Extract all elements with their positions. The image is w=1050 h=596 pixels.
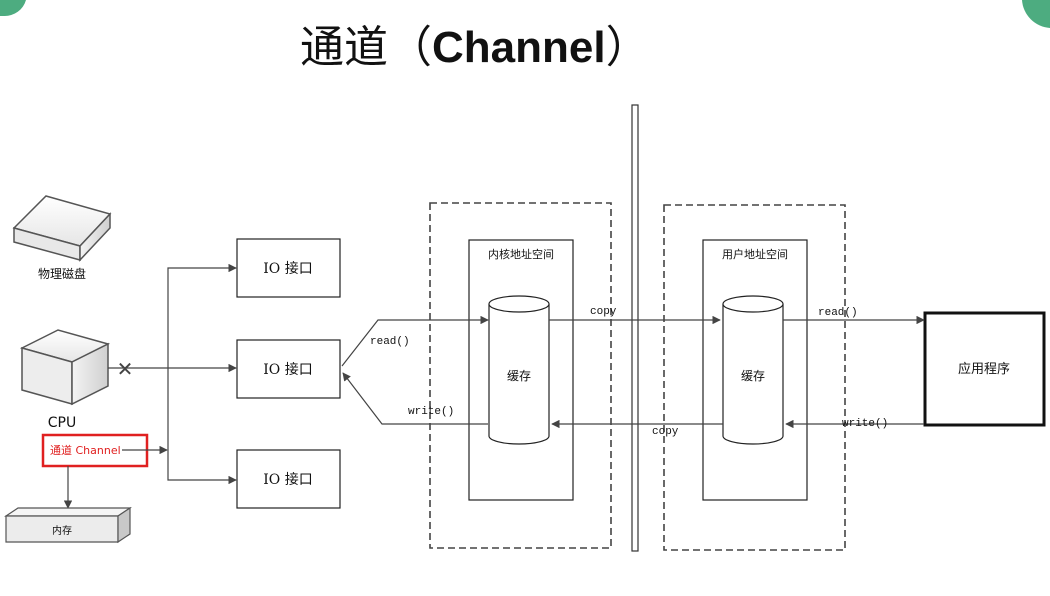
read-left-label: read() xyxy=(370,336,410,348)
io-interface-2-label: IO 接口 xyxy=(263,361,312,378)
user-space-region xyxy=(663,204,846,551)
kernel-space-region xyxy=(429,202,612,549)
write-left-arrow xyxy=(342,372,488,425)
corner-decoration-right xyxy=(1022,0,1050,28)
io-interface-3: IO 接口 xyxy=(236,449,341,509)
io-interface-2: IO 接口 xyxy=(236,339,341,399)
read-right-label: read() xyxy=(818,307,858,319)
io-interface-1-label: IO 接口 xyxy=(263,260,312,277)
memory-device-icon xyxy=(4,506,132,544)
memory-label: 内存 xyxy=(52,524,72,537)
corner-decoration-left xyxy=(0,0,26,17)
user-cache-label: 缓存 xyxy=(741,369,765,383)
page-title: 通道（Channel） xyxy=(300,22,650,73)
space-divider xyxy=(631,104,639,552)
io-interface-3-label: IO 接口 xyxy=(263,471,312,488)
io-interface-1: IO 接口 xyxy=(236,238,341,298)
kernel-cache-cylinder xyxy=(488,295,550,445)
copy-top-label: copy xyxy=(590,306,617,318)
channel-label: 通道 Channel xyxy=(50,443,121,457)
blocked-mark-icon: ✕ xyxy=(117,357,134,381)
disk-label: 物理磁盘 xyxy=(38,266,86,281)
copy-bottom-label: copy xyxy=(652,426,679,438)
application-label: 应用程序 xyxy=(958,361,1010,377)
bus-line-top xyxy=(167,263,237,450)
cpu-device-icon xyxy=(19,329,111,406)
kernel-cache-label: 缓存 xyxy=(507,369,531,383)
application-box xyxy=(923,311,1046,427)
write-left-label: write() xyxy=(408,406,454,418)
user-space-box xyxy=(702,239,808,501)
cpu-label: CPU xyxy=(48,415,76,431)
kernel-space-label: 内核地址空间 xyxy=(488,247,554,261)
user-space-label: 用户地址空间 xyxy=(722,247,788,261)
bus-line-bottom xyxy=(167,450,237,485)
read-left-arrow xyxy=(341,315,489,367)
title-open-paren: （ xyxy=(388,22,432,73)
disk-device-icon xyxy=(12,195,112,262)
user-cache-cylinder xyxy=(722,295,784,445)
title-cn: 通道 xyxy=(300,22,388,73)
write-right-label: write() xyxy=(842,418,888,430)
title-en: Channel xyxy=(432,23,606,72)
title-close-paren: ） xyxy=(606,22,650,73)
